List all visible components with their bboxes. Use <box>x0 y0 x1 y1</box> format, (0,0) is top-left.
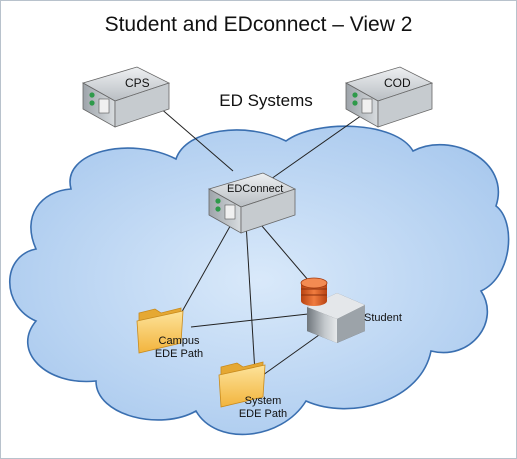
system-line2: EDE Path <box>238 408 288 420</box>
campus-line2: EDE Path <box>154 348 204 360</box>
cps-server-icon <box>81 66 171 128</box>
cloud-shape <box>8 125 510 436</box>
system-line1: System <box>244 395 282 407</box>
diagram-title: Student and EDconnect – View 2 <box>104 13 413 36</box>
connections <box>158 106 366 376</box>
link-edconnect-system <box>245 222 256 374</box>
system-folder-icon <box>218 361 266 408</box>
campus-folder-icon <box>136 307 184 354</box>
group-label: ED Systems <box>219 91 313 110</box>
edconnect-server-icon <box>207 172 297 234</box>
cod-server-icon <box>344 66 434 128</box>
cps-label: CPS <box>125 76 150 90</box>
cod-label: COD <box>384 76 411 90</box>
link-campus-student <box>190 312 318 328</box>
link-system-student <box>262 334 320 376</box>
edconnect-label: EDConnect <box>227 183 284 195</box>
student-label: Student <box>364 312 402 324</box>
campus-line1: Campus <box>158 335 200 347</box>
link-cps-edconnect <box>158 106 234 172</box>
link-cod-edconnect <box>270 112 366 180</box>
link-edconnect-campus <box>178 220 234 318</box>
student-database-server-icon <box>300 277 365 343</box>
system-path-label: System EDE Path <box>235 395 291 421</box>
campus-path-label: Campus EDE Path <box>151 335 207 361</box>
